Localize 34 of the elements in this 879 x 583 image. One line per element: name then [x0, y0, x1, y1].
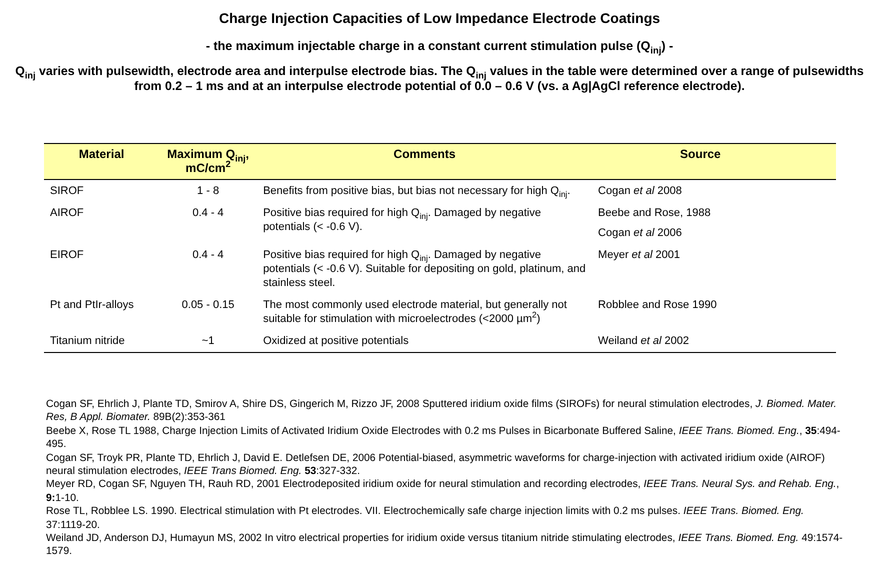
- table-cell-text: Benefits from positive bias, but bias not necessary for high Q$_{inj}$.: [263, 184, 572, 198]
- table-cell-text: EIROF: [50, 248, 85, 262]
- table-cell-text: SIROF: [50, 184, 85, 198]
- table-cell-text: Beebe and Rose, 1988: [598, 206, 712, 220]
- table-cell-text: Titanium nitride: [50, 334, 126, 348]
- reference-text: Beebe X, Rose TL 1988, Charge Injection Limits of Activated Iridium Oxide Electrodes with 0.2 ms Pulses in Bicarbonate Buffered Saline, IEEE Trans. Biomed. Eng., 35:494-495.: [46, 424, 842, 452]
- table-cell-text: 0.05 - 0.15: [180, 298, 236, 312]
- table-cell-text: Robblee and Rose 1990: [598, 298, 718, 312]
- table-cell-text: Cogan et al 2008: [598, 184, 683, 198]
- note-text: Q$_{inj}$ varies with pulsewidth, electrode area and interpulse electrode bias. The Q$_{inj}$ values in the table were determined over a range of pulsewidths from 0.2 – 1 ms and at an interpulse electrode potential of 0.0 – 0.6 V (vs. a Ag|AgCl reference electrode).: [14, 64, 865, 94]
- reference-text: Rose TL, Robblee LS. 1990. Electrical stimulation with Pt electrodes. VII. Electrochemically safe charge injection limits with 0.2 ms pulses. IEEE Trans. Biomed. Eng. 37:1119-20.: [46, 505, 805, 532]
- table-cell-text: The most commonly used electrode material, but generally not suitable for stimulation with microelectrodes (<2000 µm$^{2}$): [263, 298, 568, 326]
- reference-text: Meyer RD, Cogan SF, Nguyen TH, Rauh RD, 2001 Electrodeposited iridium oxide for neural stimulation and recording electrodes, IEEE Trans. Neural Sys. and Rehab. Eng., 9:1-10.: [46, 478, 840, 506]
- column-header: Comments: [394, 147, 456, 161]
- table-cell-text: 0.4 - 4: [191, 206, 225, 220]
- reference-text: Weiland JD, Anderson DJ, Humayun MS, 2002 In vitro electrical properties for iridium oxide versus titanium nitride stimulating electrodes, IEEE Trans. Biomed. Eng. 49:1574-1579.: [46, 532, 844, 559]
- table-cell-text: 0.4 - 4: [191, 248, 225, 262]
- table-cell-text: Positive bias required for high Q$_{inj}$. Damaged by negative potentials (< -0.6 V). Suitable for depositing on gold, platinum, and stainless steel.: [263, 248, 586, 290]
- column-header: Material: [78, 147, 124, 161]
- reference-text: Cogan SF, Troyk PR, Plante TD, Ehrlich J, David E. Detlefsen DE, 2006 Potential-biased, asymmetric waveforms for charge-injection with activated iridium oxide (AIROF) neural stimulation electrodes, IEEE Trans Biomed. Eng. 53:327-332.: [46, 452, 826, 478]
- subtitle: - the maximum injectable charge in a constant current stimulation pulse (Q$_{inj}$) -: [204, 39, 674, 53]
- table-cell-text: Positive bias required for high Q$_{inj}$. Damaged by negative potentials (< -0.6 V).: [263, 206, 542, 234]
- reference-text: Cogan SF, Ehrlich J, Plante TD, Smirov A, Shire DS, Gingerich M, Rizzo JF, 2008 Sputtered iridium oxide films (SIROFs) for neural stimulation electrodes, J. Biomed. Mater. Res, B Appl. Biomater. 89B(2):353-361: [46, 398, 838, 425]
- table-cell-text: AIROF: [50, 206, 85, 220]
- table-cell-text: ~1: [200, 334, 216, 348]
- column-header: Source: [680, 147, 721, 161]
- table-cell-text: Meyer et al 2001: [598, 248, 681, 262]
- column-header: Maximum Q$_{inj}$, mC/cm$^{2}$: [167, 147, 249, 175]
- table-cell-text: Weiland et al 2002: [598, 334, 690, 348]
- table-cell-text: 1 - 8: [196, 184, 220, 198]
- title: Charge Injection Capacities of Low Impedance Electrode Coatings: [218, 10, 662, 26]
- table-cell-text: Oxidized at positive potentials: [263, 334, 410, 348]
- table-cell-text: Cogan et al 2006: [598, 226, 683, 240]
- table-cell-text: Pt and PtIr-alloys: [50, 298, 135, 312]
